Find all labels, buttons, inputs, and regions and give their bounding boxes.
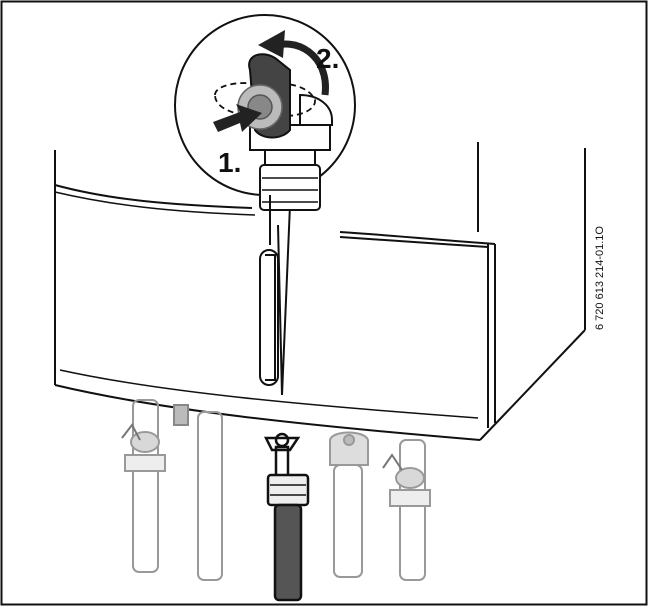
pressure-gauge-slot xyxy=(259,204,291,396)
rotate-ccw-icon xyxy=(258,30,329,96)
pipe-left-2 xyxy=(173,404,223,581)
detail-magnifier: 1. 2. xyxy=(174,14,356,211)
fill-valve-body xyxy=(249,93,333,211)
pipe-right-2 xyxy=(382,439,431,581)
pipe-left-1 xyxy=(121,399,166,573)
pipe-right-1 xyxy=(329,431,369,578)
pipe-center-dark xyxy=(263,432,310,602)
arrow-right-icon xyxy=(213,104,262,132)
step-2-label: 2. xyxy=(316,43,339,74)
boiler-casing xyxy=(54,142,586,441)
reference-code: 6 720 613 214-01.1O xyxy=(594,226,606,330)
step-1-label: 1. xyxy=(218,147,241,178)
